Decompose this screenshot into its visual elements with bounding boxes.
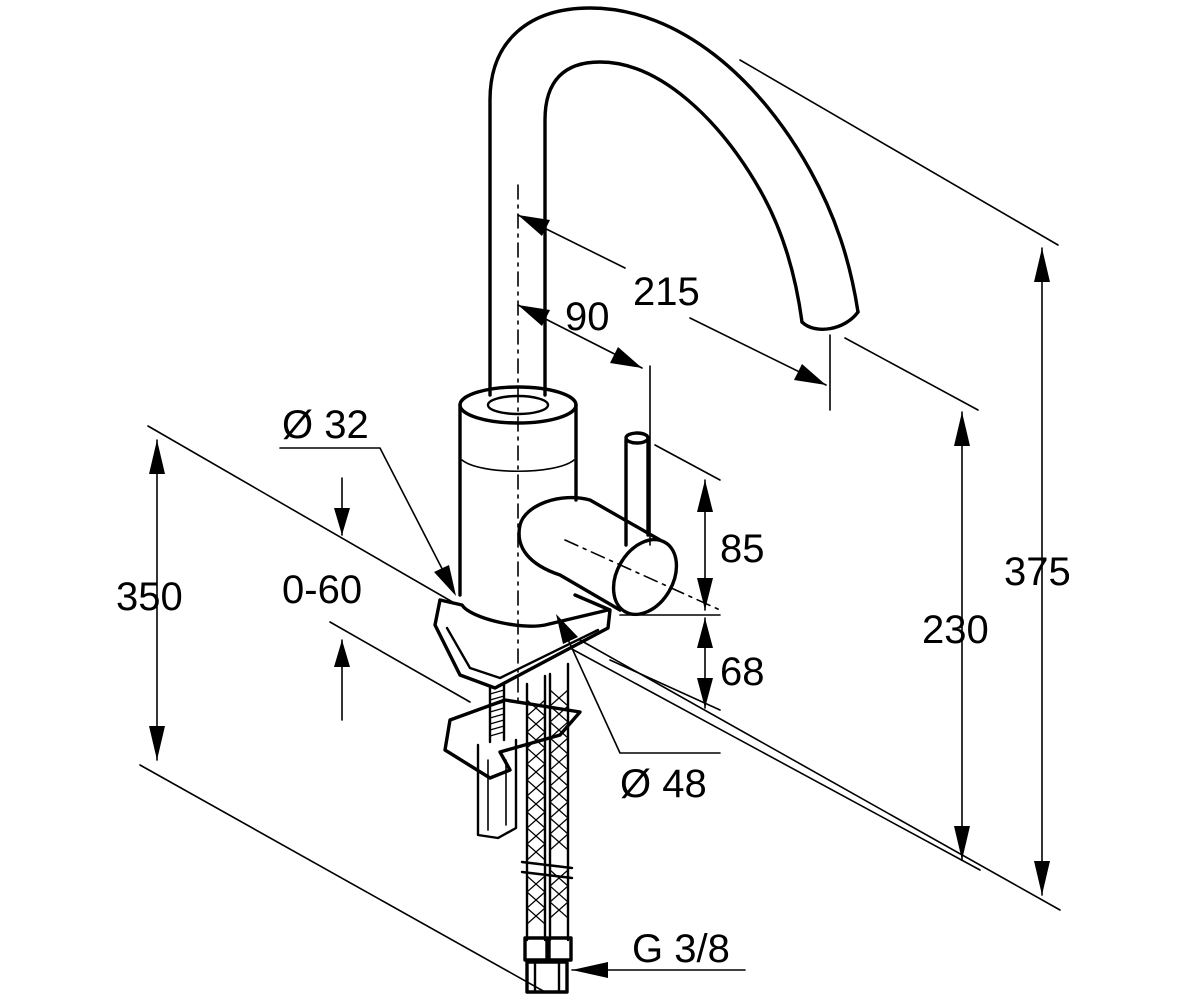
label-counter-thickness: 0-60: [282, 568, 362, 612]
dim-350-lines: [139, 439, 546, 993]
dim-counter-lines: [147, 425, 471, 721]
label-total-height: 375: [1004, 550, 1071, 594]
dim-375-lines: [579, 59, 1061, 911]
label-base-diameter: Ø 48: [620, 762, 707, 806]
mounting-clamp: [443, 682, 582, 840]
dim-85-68-lines: [609, 444, 721, 711]
base-plate: [433, 593, 612, 690]
dim-230-lines: [569, 337, 981, 871]
supply-hoses: [520, 662, 574, 994]
dim-48-lines: [556, 614, 721, 754]
lever-handle: [517, 431, 679, 617]
label-lever-height: 85: [720, 527, 765, 571]
dim-32-lines: [279, 447, 456, 596]
label-spout-height: 230: [922, 608, 989, 652]
label-hose-length: 350: [116, 575, 183, 619]
dim-thread-lines: [571, 962, 746, 978]
spout: [488, 6, 860, 397]
label-body-diameter: Ø 32: [282, 403, 369, 447]
dim-90-lines: [517, 304, 651, 546]
label-base-height: 68: [720, 650, 765, 694]
label-connection-thread: G 3/8: [632, 927, 730, 971]
dim-215-lines: [517, 214, 831, 411]
label-lever-offset: 90: [565, 295, 610, 339]
center-lines: [517, 184, 721, 701]
label-spout-reach: 215: [633, 270, 700, 314]
